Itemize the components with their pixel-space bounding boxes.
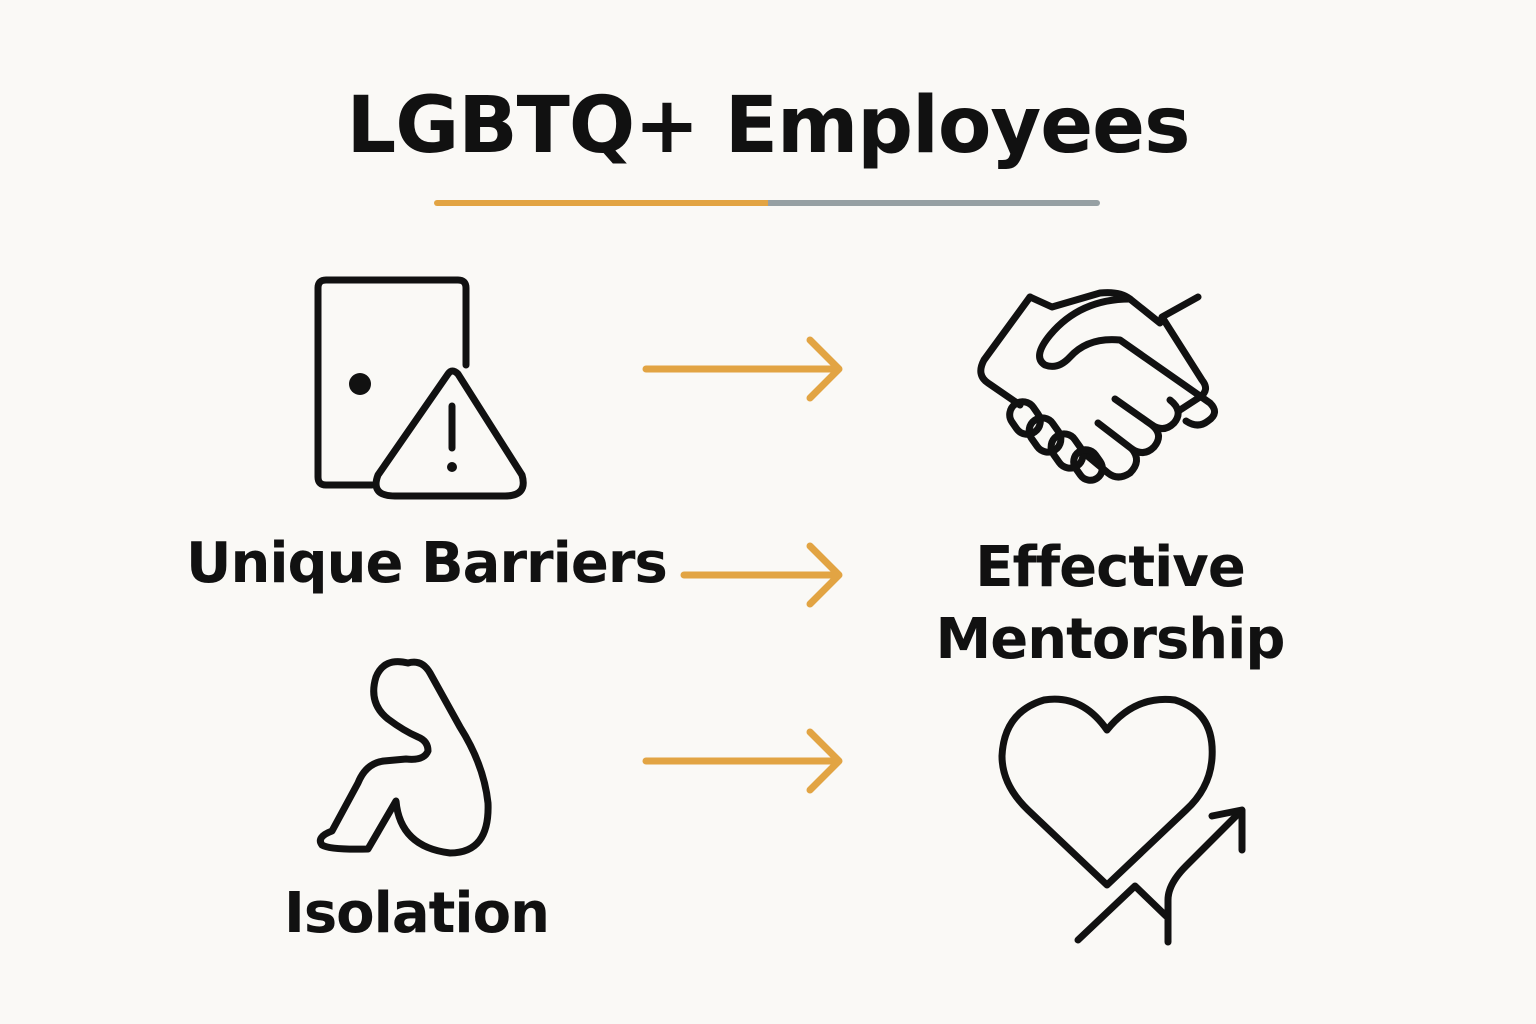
mentorship-label-line-1: Effective [975,535,1246,600]
arrow-right-icon [680,542,843,608]
isolation-label: Isolation [284,881,550,946]
door-warning-icon [314,276,527,500]
arrow-right-icon [642,336,843,402]
mentorship-label-line-2: Mentorship [935,607,1286,672]
page-title: LGBTQ+ Employees [346,81,1191,171]
unique-barriers-label: Unique Barriers [186,531,668,596]
underline-accent-segment [434,200,768,206]
arrow-right-icon [642,728,843,794]
heart-growth-icon [998,695,1246,946]
underline-gray-segment [768,200,1100,206]
title-underline [434,200,1100,206]
sitting-person-icon [316,658,492,857]
effective-mentorship-label: Effective Mentorship [920,532,1300,676]
handshake-icon [977,289,1218,484]
